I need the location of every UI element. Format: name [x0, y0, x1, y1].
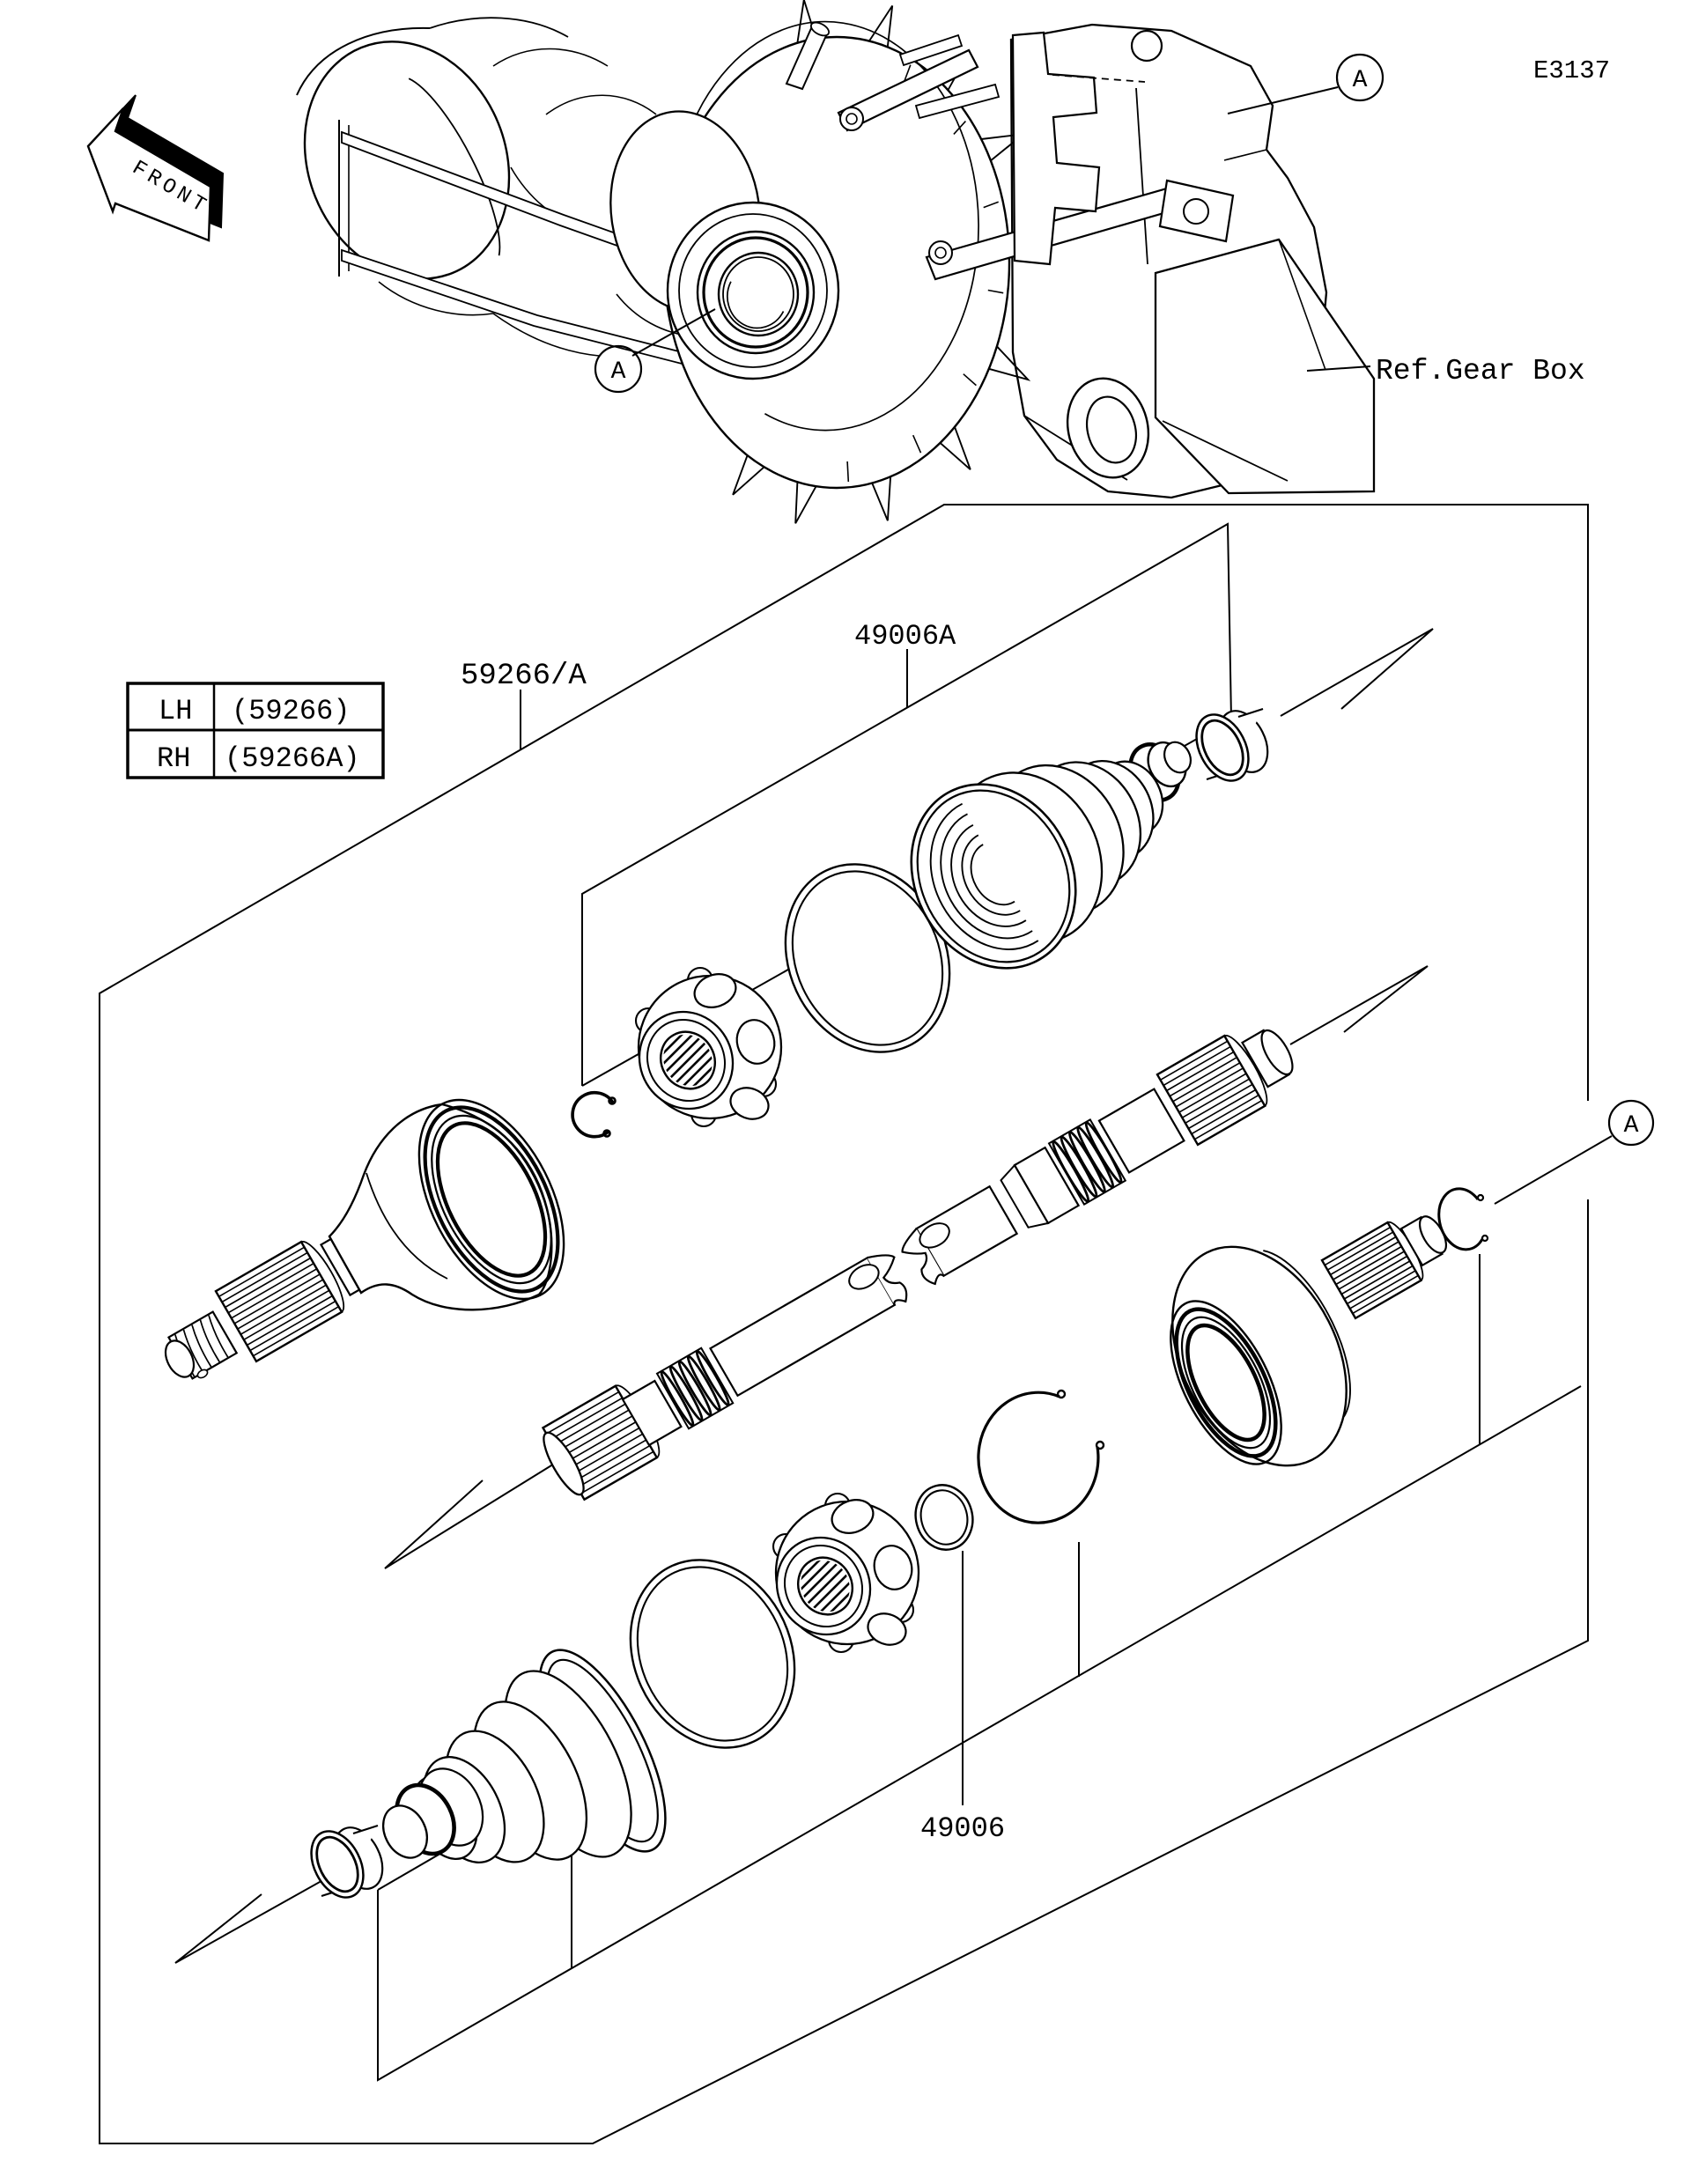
- svg-text:A: A: [611, 358, 626, 386]
- svg-text:59266/A: 59266/A: [461, 660, 587, 693]
- svg-text:E3137: E3137: [1533, 56, 1610, 85]
- svg-text:Ref.Gear Box: Ref.Gear Box: [1376, 355, 1585, 387]
- svg-text:LH: LH: [159, 695, 192, 727]
- svg-text:(59266A): (59266A): [225, 742, 360, 775]
- svg-text:(59266): (59266): [232, 695, 350, 727]
- svg-text:A: A: [1624, 1112, 1639, 1140]
- svg-text:A: A: [1353, 67, 1368, 94]
- svg-text:49006: 49006: [920, 1812, 1005, 1845]
- svg-text:49006A: 49006A: [854, 620, 956, 653]
- svg-text:RH: RH: [157, 742, 190, 775]
